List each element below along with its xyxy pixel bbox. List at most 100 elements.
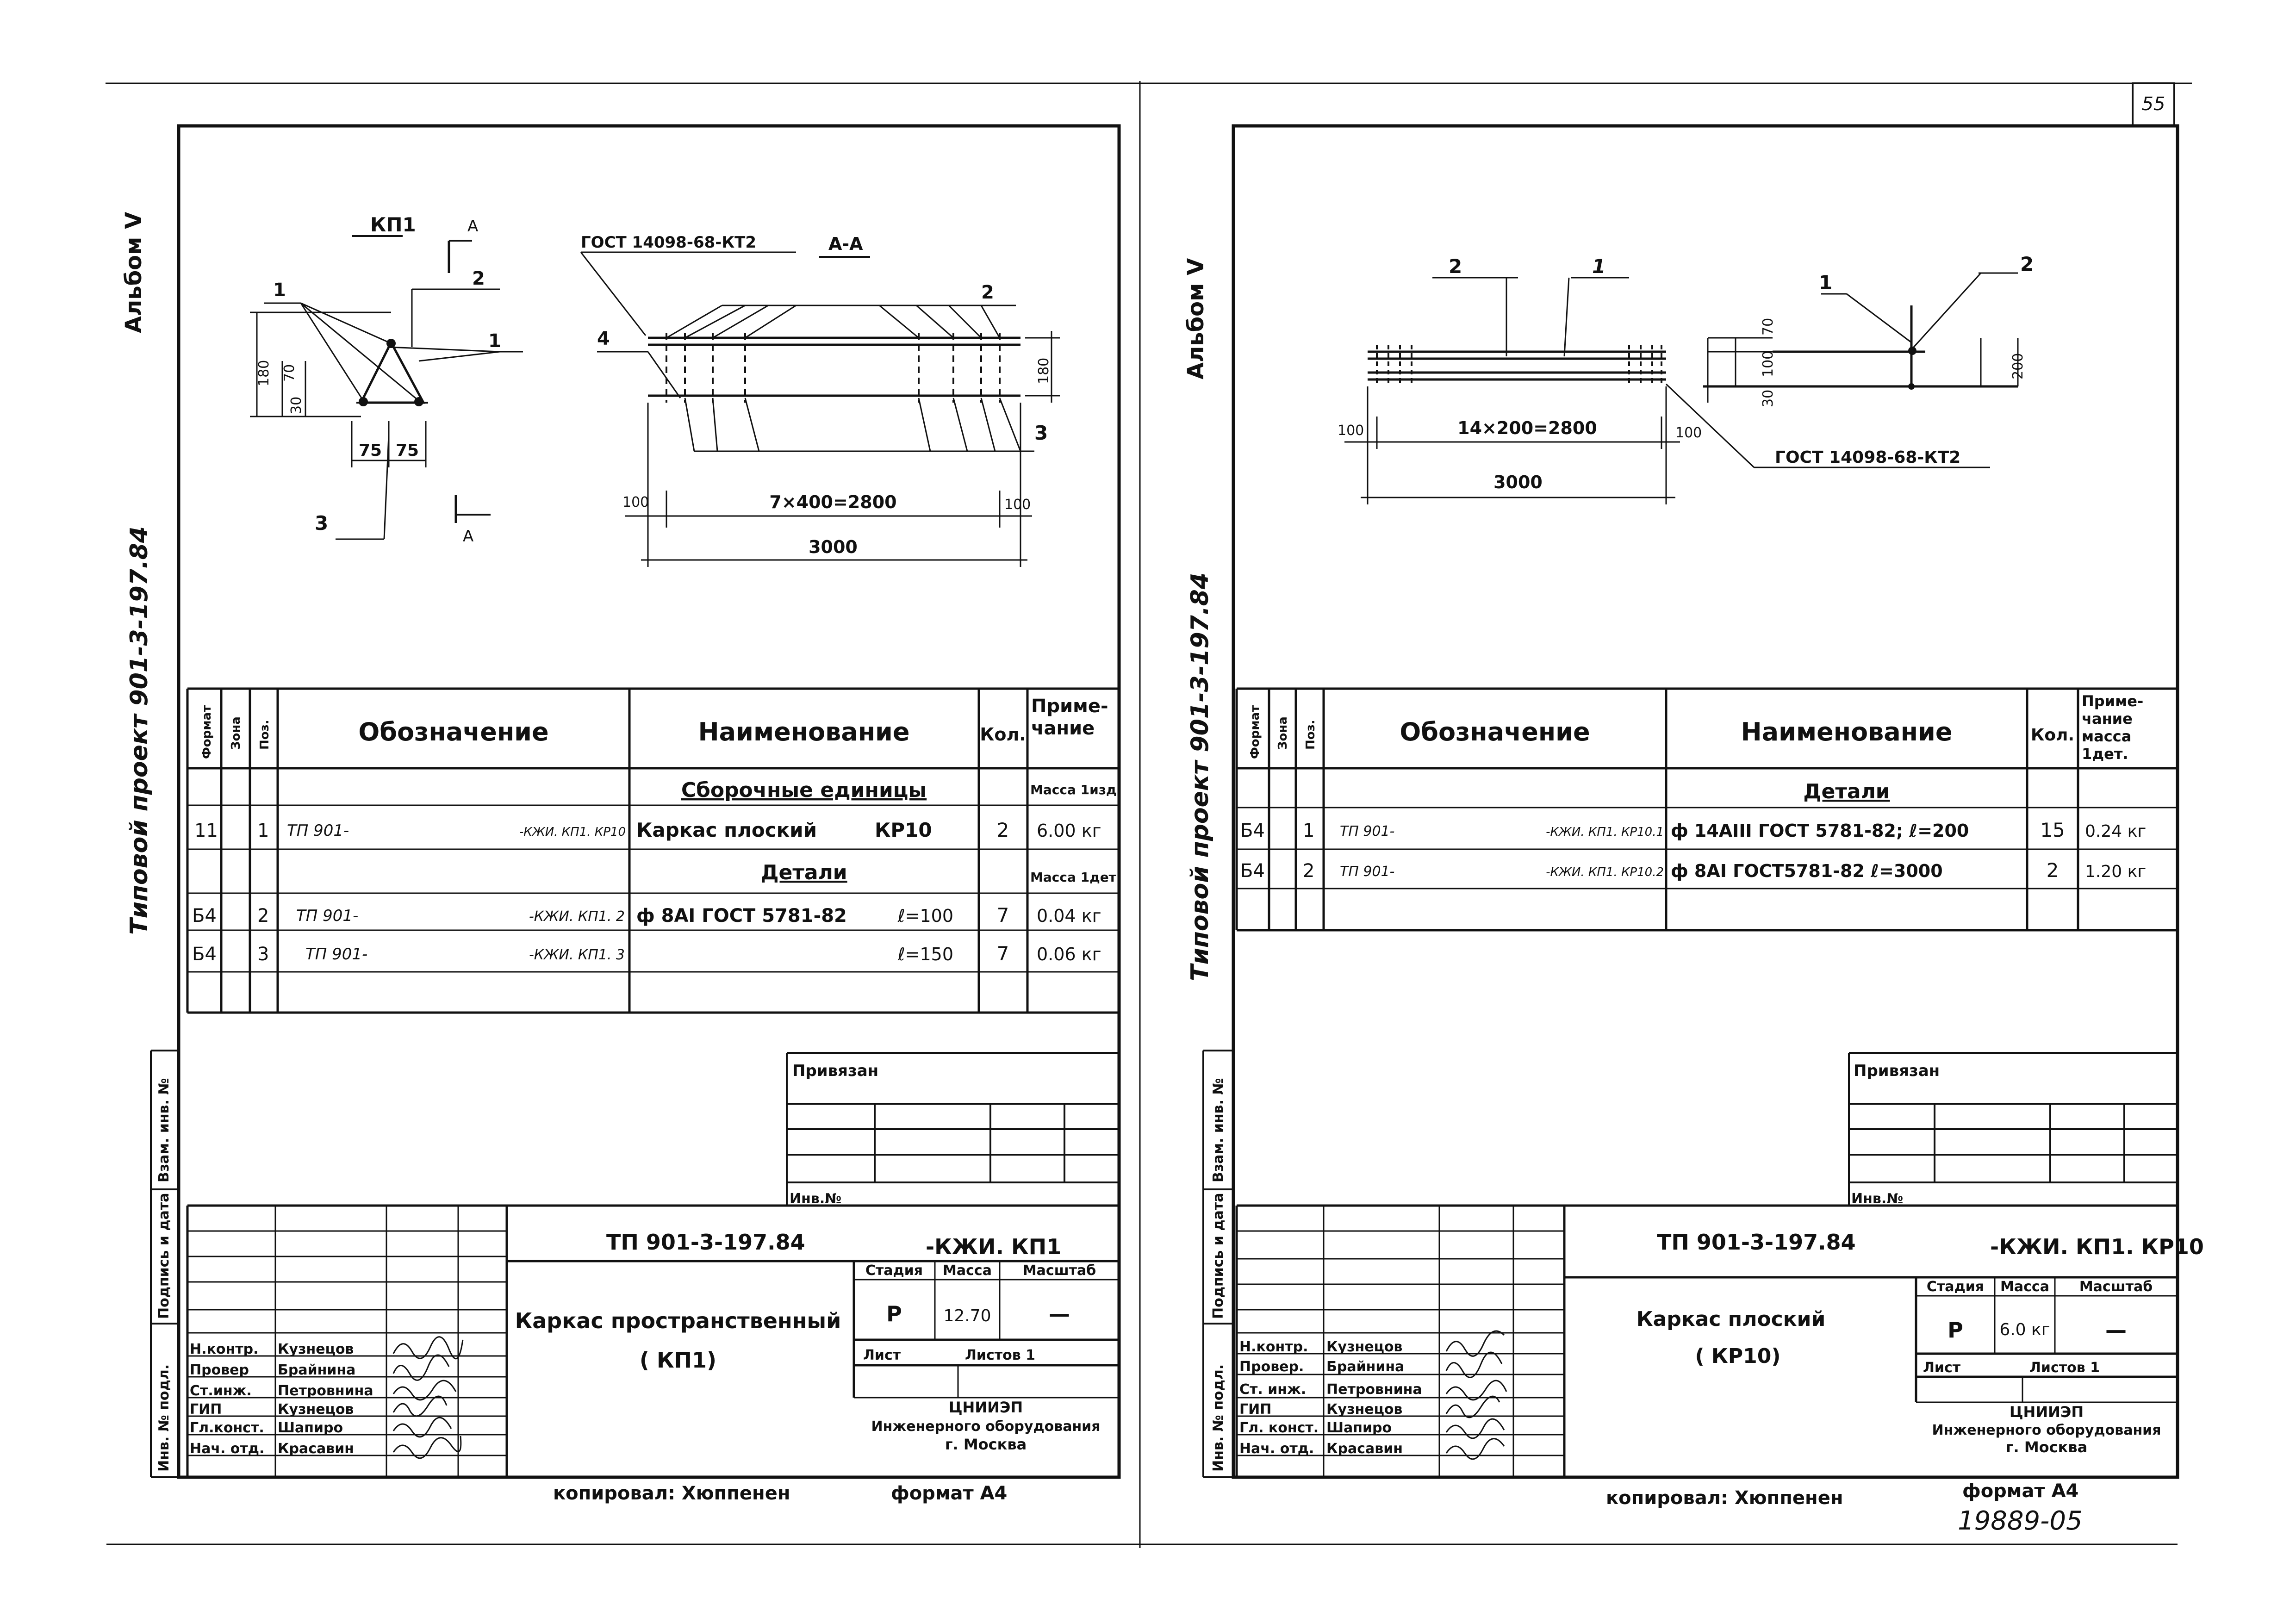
dim-total: 3000 [809, 537, 858, 557]
person-name: Кузнецов [1326, 1401, 1402, 1418]
person-name: Красавин [1326, 1441, 1403, 1457]
spec-row-designation-b: -КЖИ. КП1. КР10 [519, 825, 626, 839]
person-name: Петровнина [1326, 1381, 1422, 1398]
spec-table: Формат Зона Поз. Обозначение Наименовани… [1235, 687, 2178, 932]
callout-a-3: 3 [1034, 422, 1048, 444]
person-name: Кузнецов [278, 1341, 354, 1357]
title-code-suffix: -КЖИ. КП1 [926, 1234, 1061, 1259]
org-line-3: г. Москва [945, 1436, 1027, 1453]
sheets-label: Листов 1 [2029, 1360, 2100, 1376]
copied-by-left: копировал: Хюппенен [553, 1483, 790, 1504]
dim-180-right: 180 [1036, 358, 1052, 384]
project-vertical: Типовой проект 901-3-197.84 [125, 526, 153, 935]
stage-label: Стадия [1927, 1279, 1984, 1295]
person-role: ГИП [1239, 1401, 1271, 1418]
callout-3: 3 [315, 512, 328, 535]
dim-30: 30 [1760, 390, 1776, 407]
dim-70: 70 [281, 364, 298, 382]
weld-note: ГОСТ 14098-68-КТ2 [581, 233, 756, 252]
spec-header-note: Приме-чание масса 1дет. [2082, 692, 2144, 763]
sheet-number-box: 55 [2132, 82, 2175, 127]
dim-30: 30 [288, 397, 305, 414]
sheet-label: Лист [863, 1347, 901, 1363]
title-code-suffix: -КЖИ. КП1. КР10 [1990, 1234, 2204, 1259]
spec-header-format: Формат [1248, 705, 1262, 759]
spec-row-format: Б4 [192, 905, 217, 927]
album-label: Альбом V [121, 212, 147, 333]
section-mark-top: А [467, 217, 478, 236]
spec-header-zone: Зона [229, 716, 243, 750]
org-line-3: г. Москва [2006, 1438, 2087, 1456]
spec-row-note: 0.06 кг [1037, 944, 1101, 964]
dim-spacing: 14×200=2800 [1457, 418, 1597, 438]
person-name: Брайнина [1326, 1359, 1404, 1375]
person-role: Н.контр. [190, 1341, 258, 1357]
side-label-podpis: Подпись и дата [1210, 1193, 1226, 1319]
person-role: Провер [190, 1362, 249, 1378]
section-a-a: ГОСТ 14098-68-КТ2 А-А [580, 233, 1060, 567]
scale-value: — [2105, 1318, 2127, 1343]
person-name: Петровнина [278, 1383, 373, 1399]
spec-row-name-b: ℓ=100 [897, 906, 953, 926]
spec-header-designation: Обозначение [358, 717, 548, 746]
person-role: Гл.конст. [190, 1420, 264, 1436]
sheet-number: 55 [2142, 93, 2165, 115]
person-role: Н.контр. [1239, 1339, 1308, 1355]
dim-100b: 100 [1675, 425, 1702, 441]
flat-cage-elevation: 2 1 100 100 14×200=2800 3000 ГОСТ 14098-… [1338, 255, 1990, 504]
dim-spacing: 7×400=2800 [769, 492, 896, 512]
signatures [1445, 1330, 1507, 1460]
title-line-2: ( КР10) [1695, 1344, 1781, 1368]
org-line-2: Инженерного оборудования [1932, 1422, 2161, 1438]
spec-row-name: Каркас плоский [636, 819, 817, 841]
person-name: Кузнецов [1326, 1339, 1402, 1355]
callout-a-4: 4 [597, 328, 610, 349]
person-role: Провер. [1239, 1359, 1304, 1375]
dim-180: 180 [256, 360, 272, 386]
spec-row-designation-a: ТП 901- [1340, 823, 1395, 839]
spec-row-note: 6.00 кг [1037, 821, 1101, 841]
person-role: Нач. отд. [1239, 1441, 1314, 1457]
title-code: ТП 901-3-197.84 [606, 1230, 805, 1255]
person-role: Гл. конст. [1239, 1420, 1319, 1436]
spec-row-designation-a: ТП 901- [1340, 864, 1395, 880]
spec-header-pos: Поз. [258, 720, 272, 750]
spec-row-pos: 1 [257, 820, 269, 841]
spec-row-designation-b: -КЖИ. КП1. КР10.2 [1546, 865, 1664, 879]
callout-1b: 1 [488, 330, 501, 352]
callout-1b: 1 [1819, 271, 1832, 294]
person-role: ГИП [190, 1401, 222, 1418]
spec-row-pos: 1 [1303, 820, 1314, 841]
title-line-1: Каркас пространственный [515, 1308, 841, 1333]
person-role: Ст. инж. [1239, 1381, 1306, 1398]
spec-header-qty: Кол. [2031, 726, 2074, 745]
spec-row-designation-b: -КЖИ. КП1. 2 [529, 908, 625, 925]
callout-a-2: 2 [981, 282, 994, 303]
spec-row-qty: 7 [997, 942, 1009, 965]
spec-header-qty: Кол. [980, 724, 1026, 745]
inv-no-label: Инв.№ [1851, 1191, 1903, 1207]
side-label-vzam: Взам. инв. № [156, 1078, 172, 1182]
title-line-2: ( КП1) [640, 1348, 716, 1373]
spec-row-note: 0.04 кг [1037, 906, 1101, 926]
weld-note: ГОСТ 14098-68-КТ2 [1775, 448, 1960, 467]
dim-70: 70 [1760, 318, 1776, 336]
spec-row-qty: 2 [2047, 859, 2059, 882]
person-name: Шапиро [278, 1420, 343, 1436]
spec-row-format: Б4 [192, 944, 217, 965]
person-name: Шапиро [1326, 1420, 1392, 1436]
dim-total: 3000 [1493, 472, 1543, 492]
copied-by-right: копировал: Хюппенен [1606, 1487, 1843, 1509]
signatures [392, 1336, 464, 1459]
person-role: Нач. отд. [190, 1441, 264, 1457]
person-name: Кузнецов [278, 1401, 354, 1418]
dim-75b: 75 [396, 441, 419, 460]
cross-section-kp1: КП1 А А [250, 213, 523, 546]
stage-value: Р [886, 1301, 902, 1326]
spec-row-group-details: Детали [760, 861, 847, 884]
privyazan-block: Привязан Инв.№ [786, 1052, 1119, 1207]
spec-header-designation: Обозначение [1400, 717, 1590, 746]
spec-row-pos: 3 [257, 944, 269, 965]
side-label-vzam: Взам. инв. № [1210, 1078, 1226, 1182]
spec-header-note: Приме-чание [1031, 696, 1108, 739]
